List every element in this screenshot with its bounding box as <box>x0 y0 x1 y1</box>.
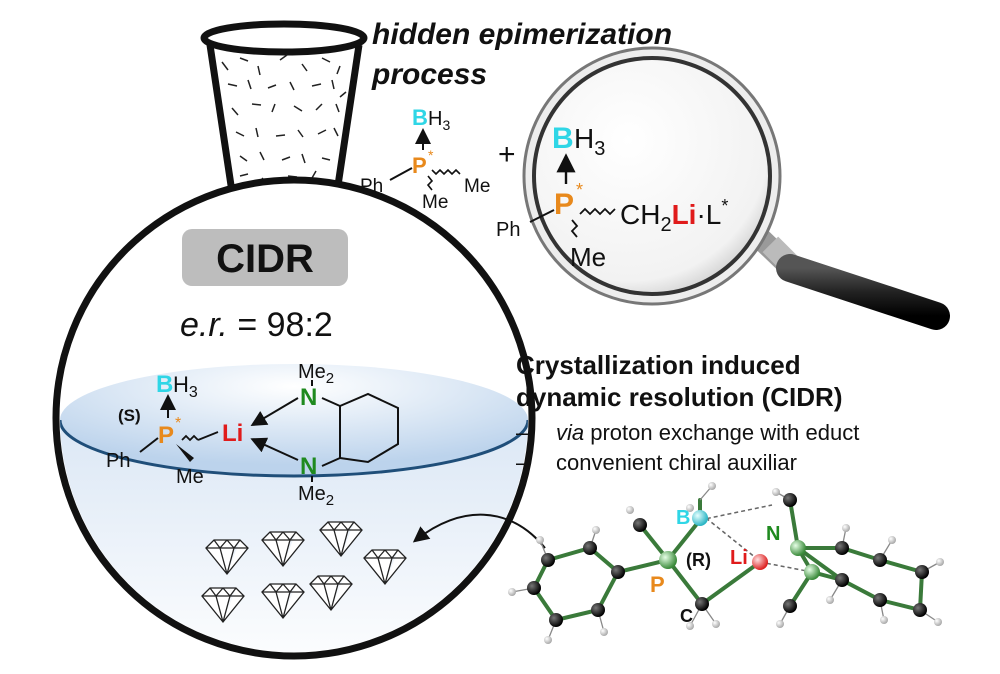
complex-p: P <box>158 422 174 449</box>
complex-ph: Ph <box>106 450 130 472</box>
complex-nme2-bottom: Me2 <box>298 483 334 509</box>
header-line1: hidden epimerization <box>372 18 672 51</box>
complex-p-star: * <box>175 415 181 432</box>
complex-li: Li <box>222 420 243 447</box>
mag-h3: H3 <box>574 123 605 160</box>
liquid-surface <box>60 364 528 476</box>
mag-ph: Ph <box>496 219 520 241</box>
description-bullet-1: – via proton exchange with educt <box>516 420 859 446</box>
xray-label-r: (R) <box>686 550 711 570</box>
complex-structure: (S) B H3 P * Ph Me Li N N Me2 Me2 <box>106 361 399 509</box>
bullet-dash: – <box>516 420 529 445</box>
complex-n-li-arrow-bottom <box>250 437 299 461</box>
diamond-crystals-icon <box>201 521 407 624</box>
cyclohexane-ring <box>339 392 399 464</box>
complex-n-bottom: N <box>300 453 317 480</box>
description-title-line2: dynamic resolution (CIDR) <box>516 382 843 412</box>
description-title-line1: Crystallization induced <box>516 350 801 380</box>
free-ph: Ph <box>360 176 383 197</box>
xray-label-b: B <box>676 507 690 529</box>
mag-ch2li: CH2Li·L* <box>620 196 728 236</box>
cidr-badge-label: CIDR <box>216 237 314 281</box>
flask <box>52 20 536 660</box>
free-b: B <box>412 105 428 130</box>
curved-arrow-to-crystals <box>412 513 546 549</box>
mag-b: B <box>552 122 574 155</box>
free-me2: Me <box>422 192 448 213</box>
bullet-text: proton exchange with educt <box>584 420 860 445</box>
crystal-structure: B N (R) Li P C <box>508 482 944 644</box>
complex-nme2-top: Me2 <box>298 361 334 387</box>
mag-p-star: * <box>576 180 583 200</box>
er-label: e.r. = 98:2 <box>180 306 333 344</box>
complex-me-wedge <box>176 444 194 462</box>
header-line2: process <box>371 58 487 91</box>
complex-ch2-bond <box>181 431 219 442</box>
free-h3: H3 <box>428 108 450 133</box>
free-me1: Me <box>464 176 490 197</box>
description-bullet-2: – convenient chiral auxiliar <box>516 450 797 476</box>
magnifying-glass-icon <box>522 46 950 330</box>
free-p: P <box>412 153 427 178</box>
complex-b: B <box>156 371 173 398</box>
er-value: = 98:2 <box>228 306 333 344</box>
cidr-badge <box>182 229 348 286</box>
mag-me: Me <box>570 242 606 272</box>
complex-s-label: (S) <box>118 406 141 425</box>
xray-label-c: C <box>680 606 693 626</box>
flask-neck <box>206 44 363 196</box>
liquid-line <box>60 419 528 478</box>
complex-me: Me <box>176 466 204 488</box>
flask-neck-rim <box>200 20 368 56</box>
bullet-dash: – <box>516 450 529 475</box>
er-abbrev: e.r. <box>180 306 228 344</box>
magnified-lithiated-species: B H3 P * Ph Me CH2Li·L* <box>496 122 728 272</box>
complex-ph-bond <box>139 437 159 453</box>
bullet-italic: via <box>556 420 585 445</box>
complex-n-top: N <box>300 384 317 411</box>
free-phosphine-borane: B H3 P * Ph Me Me <box>360 105 490 213</box>
plus-sign: + <box>498 138 516 171</box>
mag-p: P <box>554 188 574 221</box>
complex-n-li-arrow-top <box>250 397 299 427</box>
xray-label-li: Li <box>730 547 748 569</box>
bullet-text: convenient chiral auxiliar <box>556 450 797 475</box>
complex-h3: H3 <box>173 372 198 401</box>
free-p-star: * <box>428 147 434 163</box>
xray-label-p: P <box>650 572 665 597</box>
xray-label-n: N <box>766 523 780 545</box>
